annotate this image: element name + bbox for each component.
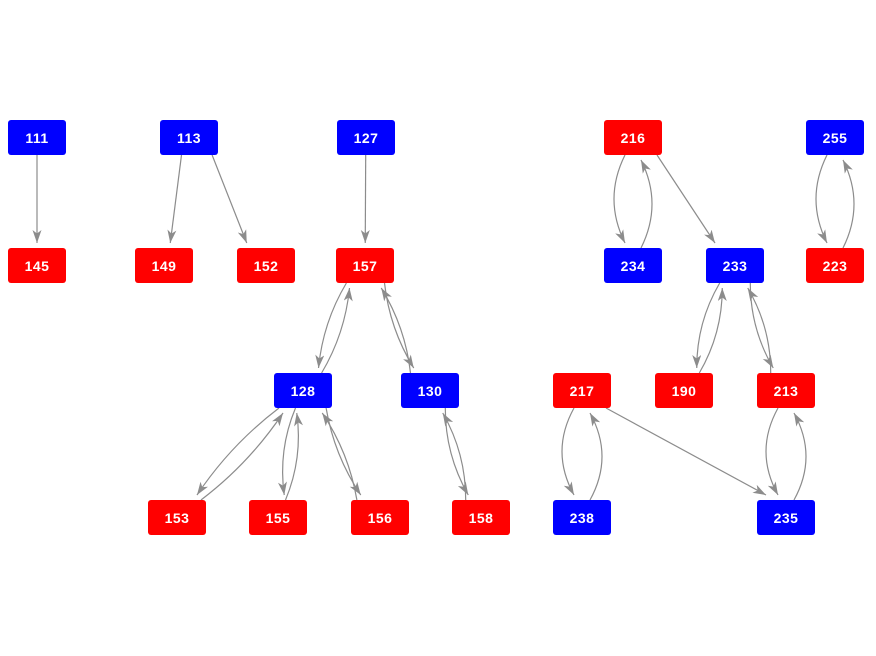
- edge-130-to-157: [380, 287, 412, 374]
- graph-node-113: 113: [160, 120, 218, 155]
- graph-node-234: 234: [604, 248, 662, 283]
- edge-217-to-238: [561, 407, 575, 496]
- graph-node-223: 223: [806, 248, 864, 283]
- graph-node-255: 255: [806, 120, 864, 155]
- graph-node-217: 217: [553, 373, 611, 408]
- edge-153-to-128: [200, 412, 284, 501]
- edge-156-to-128: [321, 412, 358, 501]
- edge-213-to-233: [747, 287, 772, 374]
- graph-node-238: 238: [553, 500, 611, 535]
- edge-128-to-157: [321, 287, 353, 374]
- edge-155-to-128: [284, 412, 303, 501]
- graph-node-216: 216: [604, 120, 662, 155]
- edge-216-to-233: [656, 154, 716, 244]
- edge-223-to-255: [842, 159, 855, 249]
- edge-255-to-223: [815, 154, 828, 244]
- graph-node-155: 155: [249, 500, 307, 535]
- graph-node-157: 157: [336, 248, 394, 283]
- graph-node-111: 111: [8, 120, 66, 155]
- edge-128-to-155: [278, 407, 297, 496]
- edge-157-to-128: [315, 282, 347, 369]
- graph-node-190: 190: [655, 373, 713, 408]
- graph-node-128: 128: [274, 373, 332, 408]
- graph-node-145: 145: [8, 248, 66, 283]
- edge-233-to-190: [692, 282, 721, 369]
- graph-node-152: 152: [237, 248, 295, 283]
- graph-node-149: 149: [135, 248, 193, 283]
- graph-node-156: 156: [351, 500, 409, 535]
- edge-238-to-217: [589, 412, 603, 501]
- edge-128-to-153: [196, 407, 280, 496]
- edge-234-to-216: [640, 159, 653, 249]
- edge-158-to-130: [442, 412, 467, 501]
- edge-235-to-213: [793, 412, 807, 501]
- graph-node-130: 130: [401, 373, 459, 408]
- graph-node-235: 235: [757, 500, 815, 535]
- edge-216-to-234: [613, 154, 626, 244]
- edge-113-to-152: [211, 154, 248, 244]
- edge-217-to-235: [605, 407, 767, 496]
- graph-node-153: 153: [148, 500, 206, 535]
- graph-node-127: 127: [337, 120, 395, 155]
- graph-node-213: 213: [757, 373, 815, 408]
- edge-190-to-233: [698, 287, 727, 374]
- graph-node-158: 158: [452, 500, 510, 535]
- edge-213-to-235: [765, 407, 779, 496]
- edge-113-to-149: [167, 154, 183, 244]
- graph-node-233: 233: [706, 248, 764, 283]
